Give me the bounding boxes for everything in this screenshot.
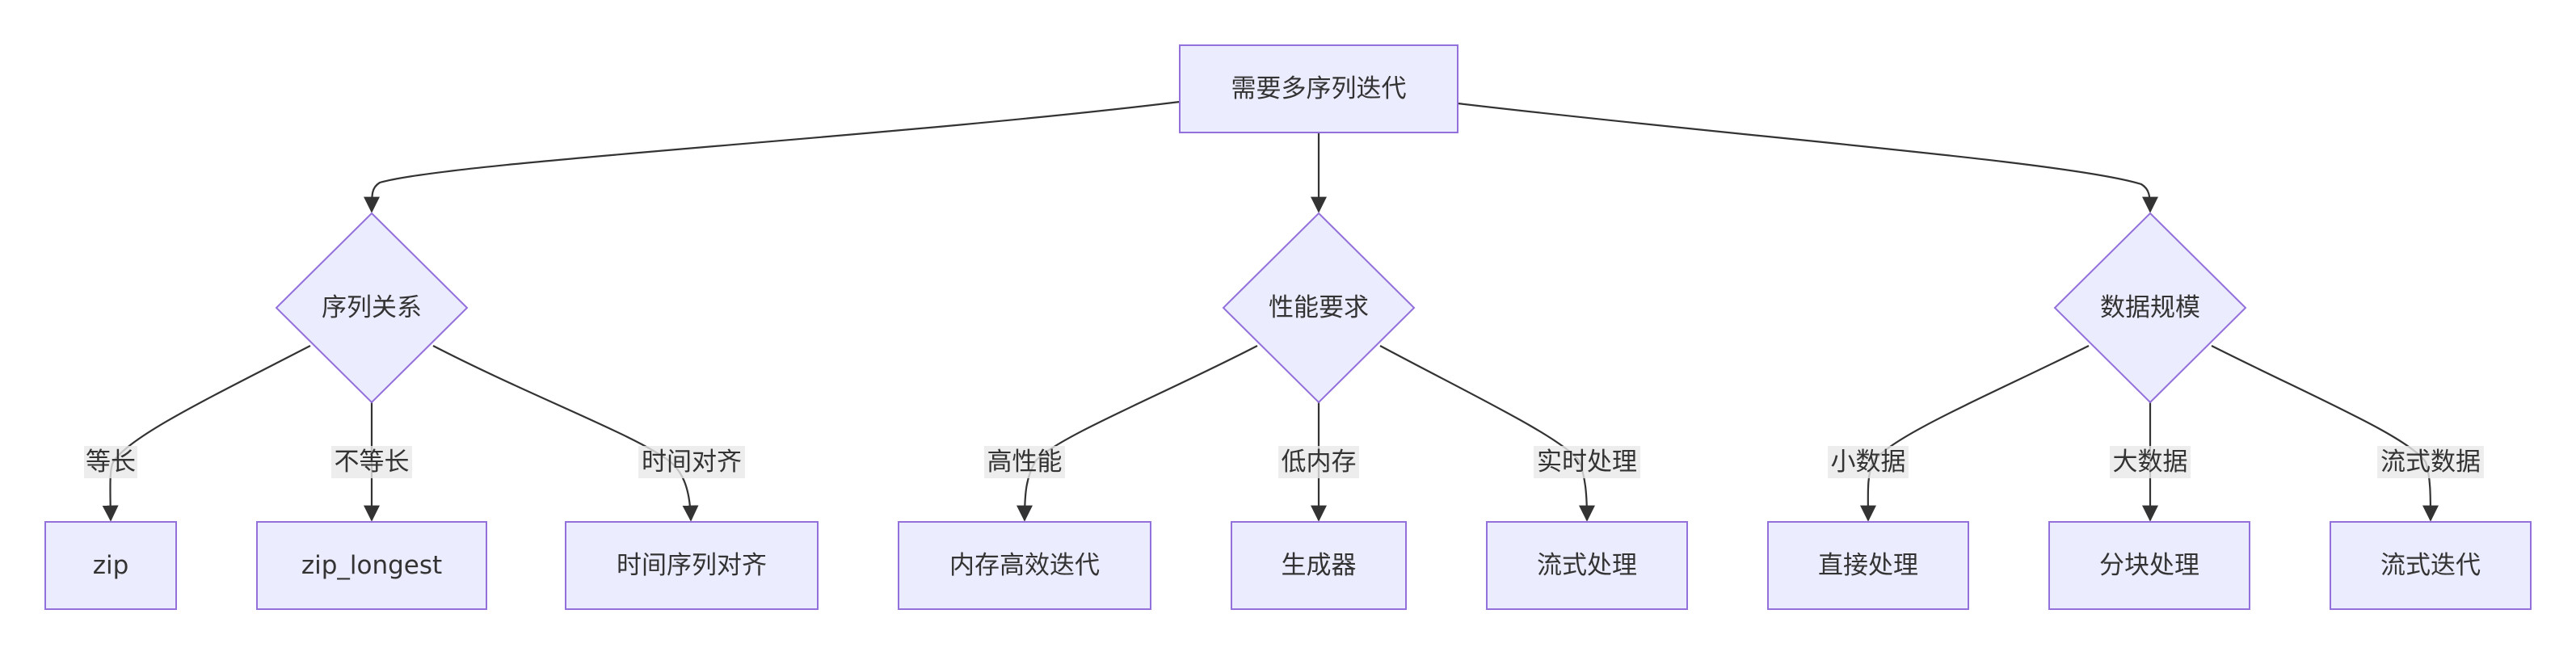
leaf-memory-efficient-iteration-label: 内存高效迭代	[949, 551, 1100, 580]
edge-label-small-data-text: 小数据	[1831, 448, 1906, 477]
leaf-time-series-align-label: 时间序列对齐	[617, 551, 767, 580]
leaf-chunk-processing[interactable]: 分块处理	[2048, 521, 2250, 610]
edge-label-stream-data-text: 流式数据	[2380, 448, 2481, 477]
decision-data-scale[interactable]: 数据规模	[2053, 212, 2247, 404]
decision-data-scale-label: 数据规模	[2100, 293, 2200, 322]
edge-label-high-performance: 高性能	[984, 446, 1065, 478]
edge-root-to-data-scale	[1457, 102, 2158, 213]
edge-label-realtime: 实时处理	[1534, 446, 1640, 478]
edge-performance-to-stream-proc	[1379, 345, 1595, 522]
edge-label-unequal-length: 不等长	[331, 446, 412, 478]
edge-label-realtime-text: 实时处理	[1537, 448, 1637, 477]
leaf-stream-iteration[interactable]: 流式迭代	[2330, 521, 2532, 610]
edge-performance-to-mem-efficient	[1017, 345, 1258, 522]
edge-root-to-sequence-relation	[364, 100, 1181, 213]
edge-label-time-align: 时间对齐	[638, 446, 745, 478]
decision-sequence-relation-label: 序列关系	[322, 293, 422, 322]
leaf-time-series-align[interactable]: 时间序列对齐	[565, 521, 819, 610]
leaf-memory-efficient-iteration[interactable]: 内存高效迭代	[898, 521, 1151, 610]
edge-label-stream-data: 流式数据	[2377, 446, 2484, 478]
leaf-zip[interactable]: zip	[44, 521, 177, 610]
leaf-zip-longest[interactable]: zip_longest	[256, 521, 487, 610]
edge-label-equal-length-text: 等长	[86, 448, 136, 477]
edge-relation-to-time-align	[432, 345, 699, 522]
edge-label-equal-length: 等长	[84, 446, 137, 478]
edge-labels: 等长 不等长 时间对齐 高性能 低内存 实时处理 小数据 大数据	[84, 446, 2484, 478]
decision-performance-label: 性能要求	[1269, 293, 1369, 322]
edge-label-small-data: 小数据	[1828, 446, 1909, 478]
leaf-direct-processing[interactable]: 直接处理	[1767, 521, 1969, 610]
edge-label-time-align-text: 时间对齐	[642, 448, 742, 477]
edge-label-big-data: 大数据	[2110, 446, 2191, 478]
leaf-generator[interactable]: 生成器	[1231, 521, 1407, 610]
leaf-zip-label: zip	[93, 551, 129, 580]
leaf-direct-processing-label: 直接处理	[1818, 551, 1918, 580]
root-node-label: 需要多序列迭代	[1231, 74, 1407, 103]
edge-label-high-performance-text: 高性能	[987, 448, 1063, 477]
edge-scale-to-stream-iter	[2211, 345, 2439, 522]
edge-relation-to-zip	[102, 345, 311, 522]
decision-performance[interactable]: 性能要求	[1222, 212, 1416, 404]
edge-label-low-memory-text: 低内存	[1282, 448, 1357, 477]
leaf-stream-processing-label: 流式处理	[1537, 551, 1637, 580]
edge-label-unequal-length-text: 不等长	[335, 448, 410, 477]
leaf-stream-iteration-label: 流式迭代	[2380, 551, 2481, 580]
edge-label-low-memory: 低内存	[1278, 446, 1359, 478]
root-node[interactable]: 需要多序列迭代	[1179, 44, 1458, 133]
leaf-zip-longest-label: zip_longest	[301, 551, 442, 580]
leaf-stream-processing[interactable]: 流式处理	[1486, 521, 1688, 610]
edge-label-big-data-text: 大数据	[2113, 448, 2188, 477]
decision-sequence-relation[interactable]: 序列关系	[275, 212, 469, 404]
edge-scale-to-direct	[1859, 345, 2090, 522]
leaf-chunk-processing-label: 分块处理	[2099, 551, 2199, 580]
leaf-generator-label: 生成器	[1282, 551, 1357, 580]
